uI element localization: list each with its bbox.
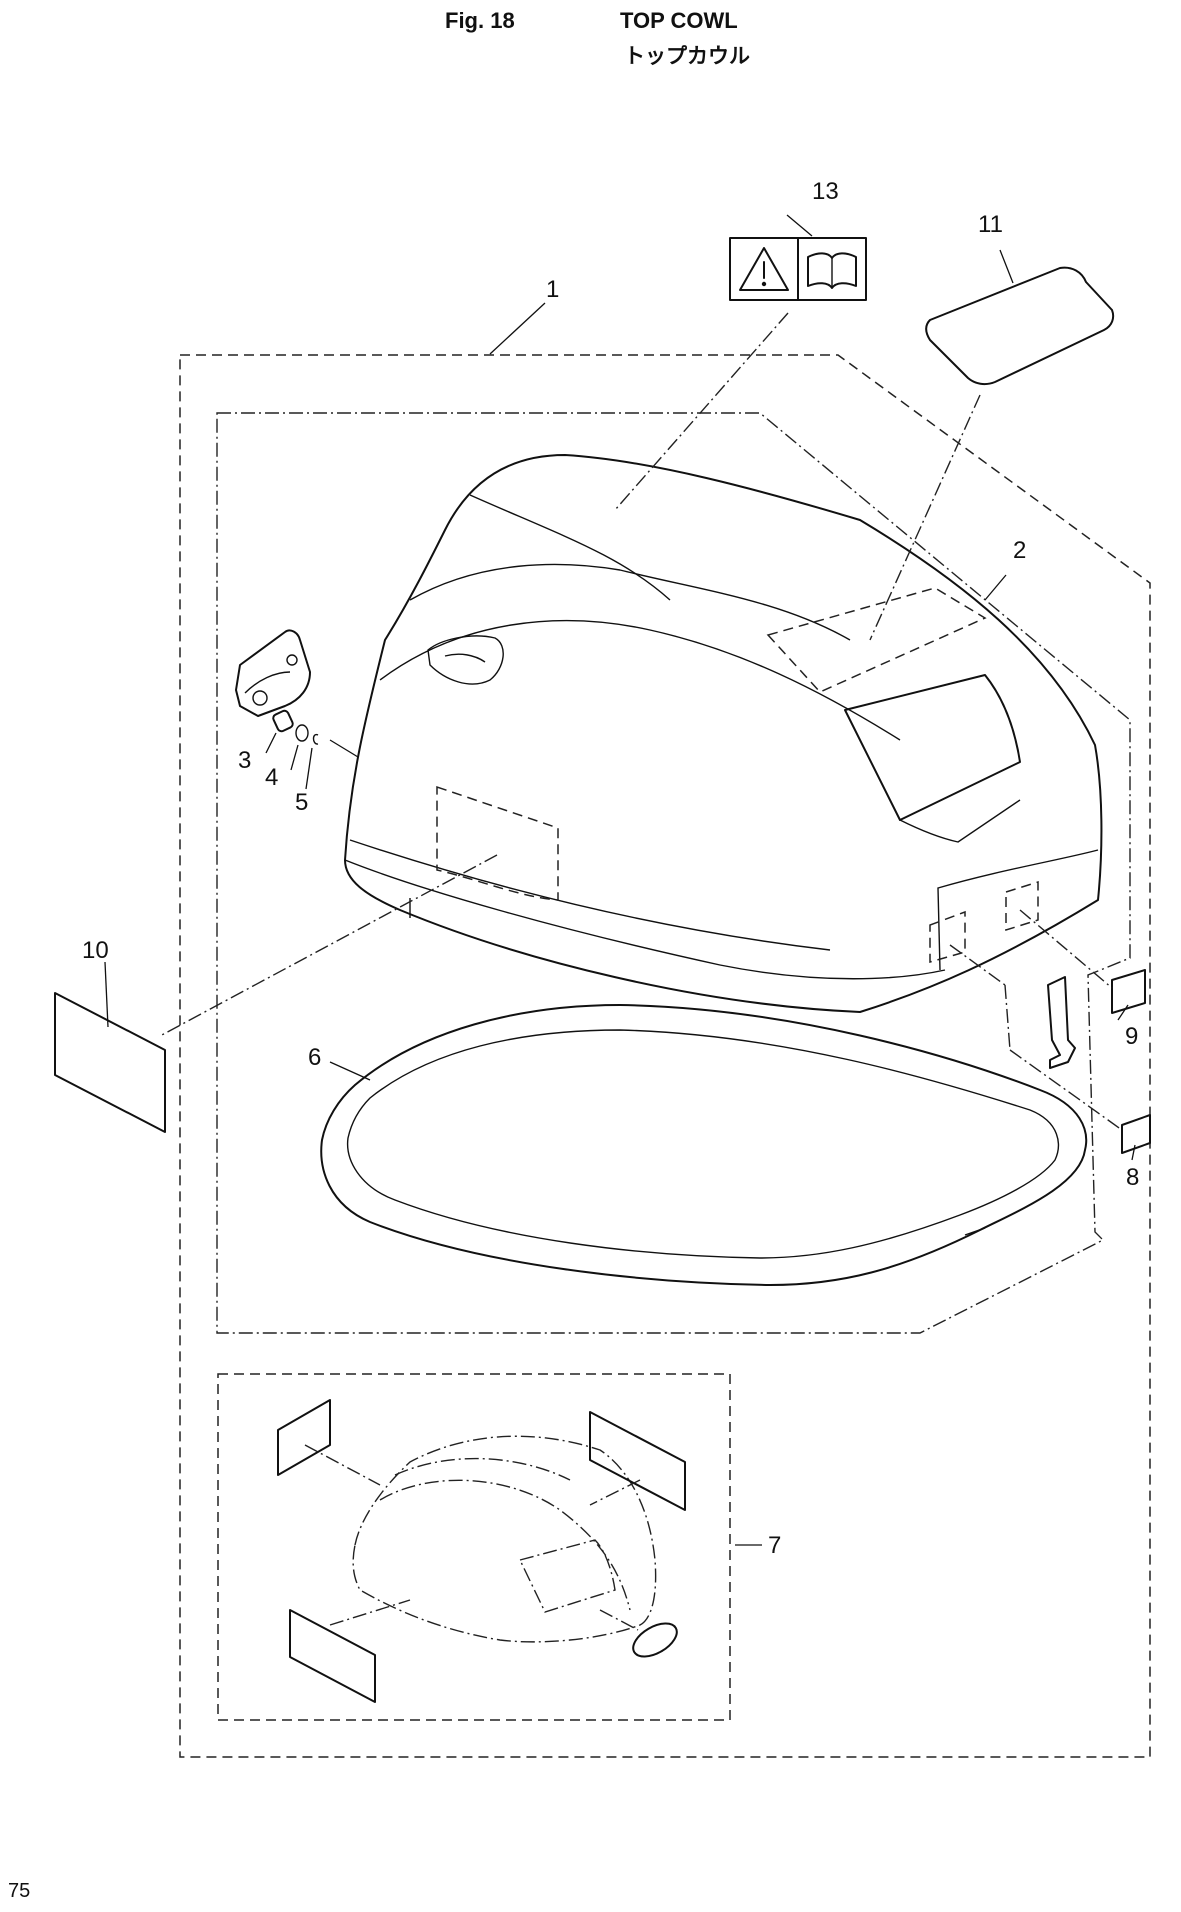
warning-triangle-icon (739, 247, 789, 291)
assembly-boundary-inner (216, 412, 1131, 1334)
callout-1: 1 (546, 276, 559, 303)
callout-6: 6 (308, 1044, 321, 1071)
warning-label-13 (729, 237, 867, 301)
decal-set-part-7 (277, 1399, 686, 1703)
cowl-bracket (1047, 976, 1076, 1069)
top-cowl (344, 454, 1103, 1013)
callout-3: 3 (238, 747, 251, 774)
callout-8: 8 (1126, 1164, 1139, 1191)
callout-13: 13 (812, 178, 839, 205)
page-title: TOP COWL (620, 8, 738, 33)
callout-4: 4 (265, 764, 278, 791)
decal-part-9 (1111, 969, 1146, 1014)
assembly-boundary-outer (179, 354, 1151, 1758)
page-number: 75 (8, 1880, 31, 1902)
latch-parts (235, 629, 319, 745)
callout-10: 10 (82, 937, 109, 964)
cowl-seal (320, 1004, 1088, 1286)
callout-7: 7 (768, 1532, 781, 1559)
callout-2: 2 (1013, 537, 1026, 564)
page-title-japanese: トップカウル (624, 44, 750, 68)
callout-5: 5 (295, 789, 308, 816)
leader-lines (104, 214, 1136, 1631)
decal-part-10 (54, 992, 166, 1133)
decal-part-8 (1121, 1114, 1151, 1154)
callout-numbers: 1 2 3 4 5 6 7 8 9 10 11 13 (82, 178, 1139, 1559)
figure-label: Fig. 18 (445, 8, 515, 33)
decal-set-box (217, 1373, 731, 1721)
callout-9: 9 (1125, 1023, 1138, 1050)
decal-part-11 (925, 266, 1115, 386)
callout-11: 11 (978, 211, 1003, 238)
manual-book-icon (807, 252, 857, 289)
